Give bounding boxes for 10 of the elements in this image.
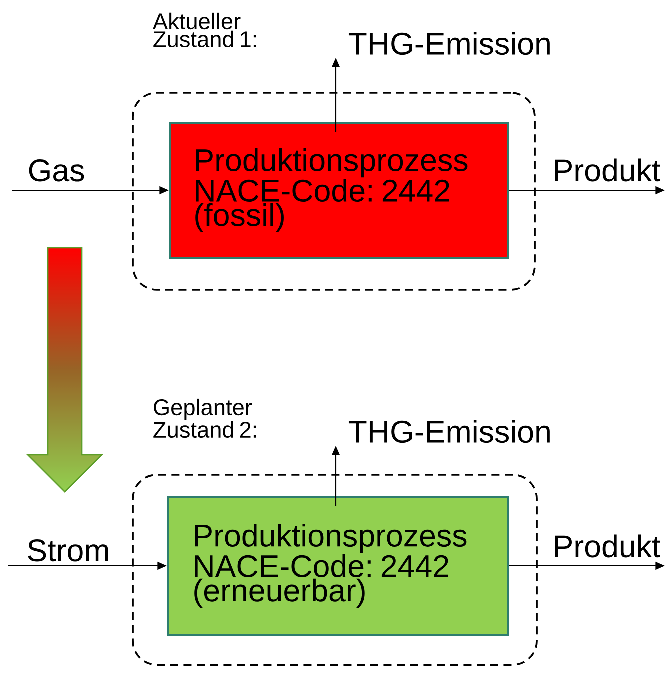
state-heading: Aktueller Zustand 1:: [152, 12, 256, 48]
process-box: Produktionsprozess NACE-Code: 2442 (fossil): [169, 122, 509, 259]
process-box: Produktionsprozess NACE-Code: 2442 (erneuerbar): [167, 496, 509, 636]
emission-label: THG-Emission: [348, 420, 550, 444]
emission-label: THG-Emission: [348, 32, 550, 56]
input-label: Strom: [28, 540, 108, 562]
input-label: Gas: [29, 160, 84, 182]
output-label: Produkt: [555, 158, 660, 182]
output-label: Produkt: [555, 534, 660, 558]
state-heading: Geplanter Zustand 2:: [154, 398, 256, 438]
